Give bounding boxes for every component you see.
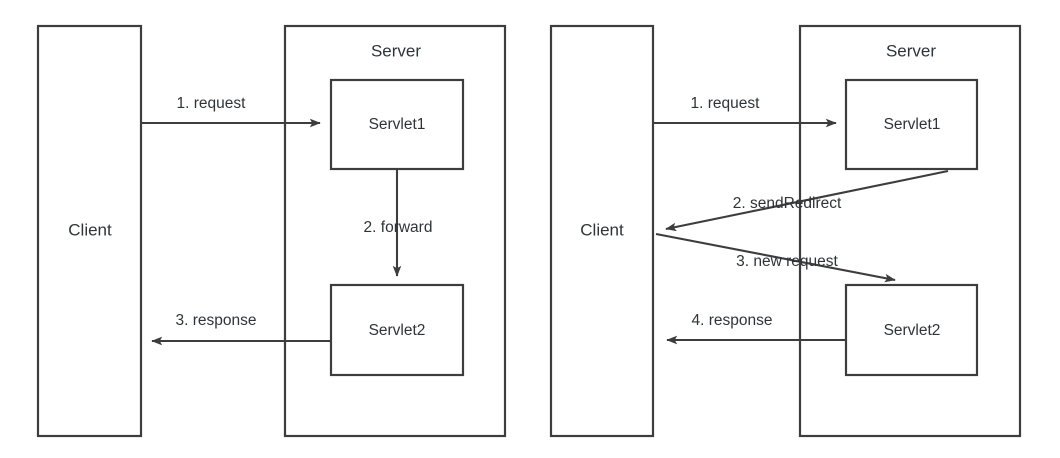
left-label-response: 3. response [176,312,257,329]
right-client-box [549,24,655,438]
left-servlet1-box [329,78,465,171]
right-arrow-newrequest [655,232,896,283]
left-client-label: Client [68,220,112,239]
left-servlet2-label: Servlet2 [369,322,426,339]
left-client-box [36,24,143,438]
right-label-sendredirect: 2. sendRedirect [733,195,842,212]
right-servlet2-box [844,283,979,377]
right-servlet1-box [844,78,979,171]
right-label-response: 4. response [692,312,773,329]
left-servlet2-box [329,283,465,377]
right-servlet1-label: Servlet1 [884,116,941,133]
right-arrow-sendredirect [665,169,949,232]
left-servlet1-label: Servlet1 [369,116,426,133]
right-label-newrequest: 3. new request [736,253,838,270]
right-server-label: Server [886,41,936,60]
right-client-label: Client [580,220,624,239]
right-label-request: 1. request [691,95,761,112]
left-server-label: Server [371,41,421,60]
left-label-forward: 2. forward [364,219,433,236]
left-label-request: 1. request [177,95,247,112]
right-servlet2-label: Servlet2 [884,322,941,339]
